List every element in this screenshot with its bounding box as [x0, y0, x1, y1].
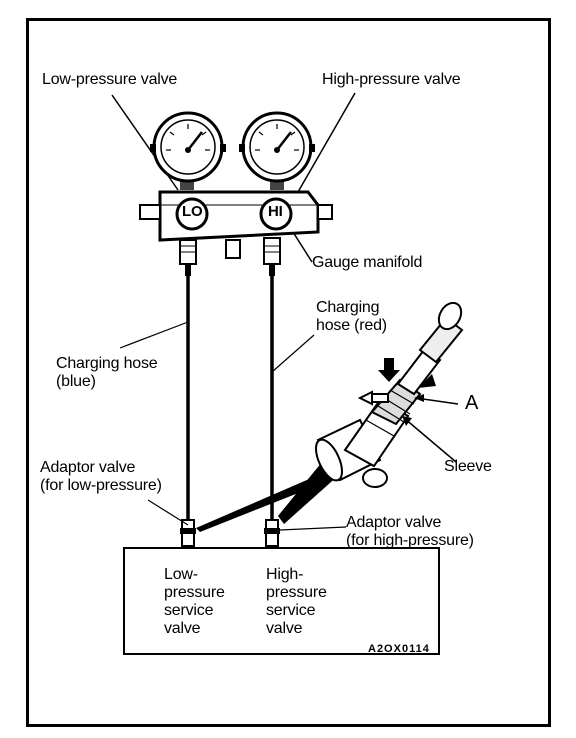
adaptor-valve-high-label: Adaptor valve (for high-pressure)	[346, 514, 474, 549]
hi-marking: HI	[268, 203, 283, 220]
detail-callout-wedge-right	[278, 462, 340, 524]
gauge-manifold-label: Gauge manifold	[312, 254, 423, 271]
leader-adaptor-high	[279, 526, 347, 531]
high-pressure-gauge	[239, 111, 315, 190]
leader-sleeve	[403, 417, 457, 463]
charging-hose-red-label: Charging hose (red)	[316, 299, 387, 334]
arrow-down-icon	[378, 358, 400, 382]
adaptor-valve-low	[180, 519, 196, 547]
leader-adaptor-low	[147, 499, 189, 526]
figure-frame	[26, 18, 551, 727]
adaptor-valve-low-label: Adaptor valve (for low-pressure)	[40, 459, 162, 494]
service-valve-box	[123, 547, 440, 655]
leader-hose-red	[271, 334, 315, 373]
lo-marking: LO	[182, 203, 203, 220]
low-pressure-valve-label: Low-pressure valve	[42, 71, 178, 88]
figure-code: A2OX0114	[368, 643, 430, 655]
leader-gauge-manifold	[292, 231, 313, 263]
leader-hose-blue	[119, 321, 189, 349]
gauge-manifold-body	[139, 190, 333, 276]
leader-high-pressure-valve	[297, 92, 356, 193]
high-pressure-service-valve-label: High- pressure service valve	[266, 566, 327, 637]
callout-a-label: A	[465, 392, 479, 414]
charging-hose-blue-label: Charging hose (blue)	[56, 355, 158, 390]
adaptor-valve-detail	[315, 301, 464, 488]
arrow-left-icon	[357, 390, 373, 406]
low-pressure-gauge	[150, 111, 226, 190]
high-pressure-valve-label: High-pressure valve	[322, 71, 461, 88]
adaptor-valve-high	[264, 519, 280, 547]
sleeve-label: Sleeve	[444, 458, 492, 475]
detail-callout-wedge-left	[196, 470, 336, 532]
arrow-up-right-icon	[418, 374, 436, 388]
low-pressure-service-valve-label: Low- pressure service valve	[164, 566, 225, 637]
